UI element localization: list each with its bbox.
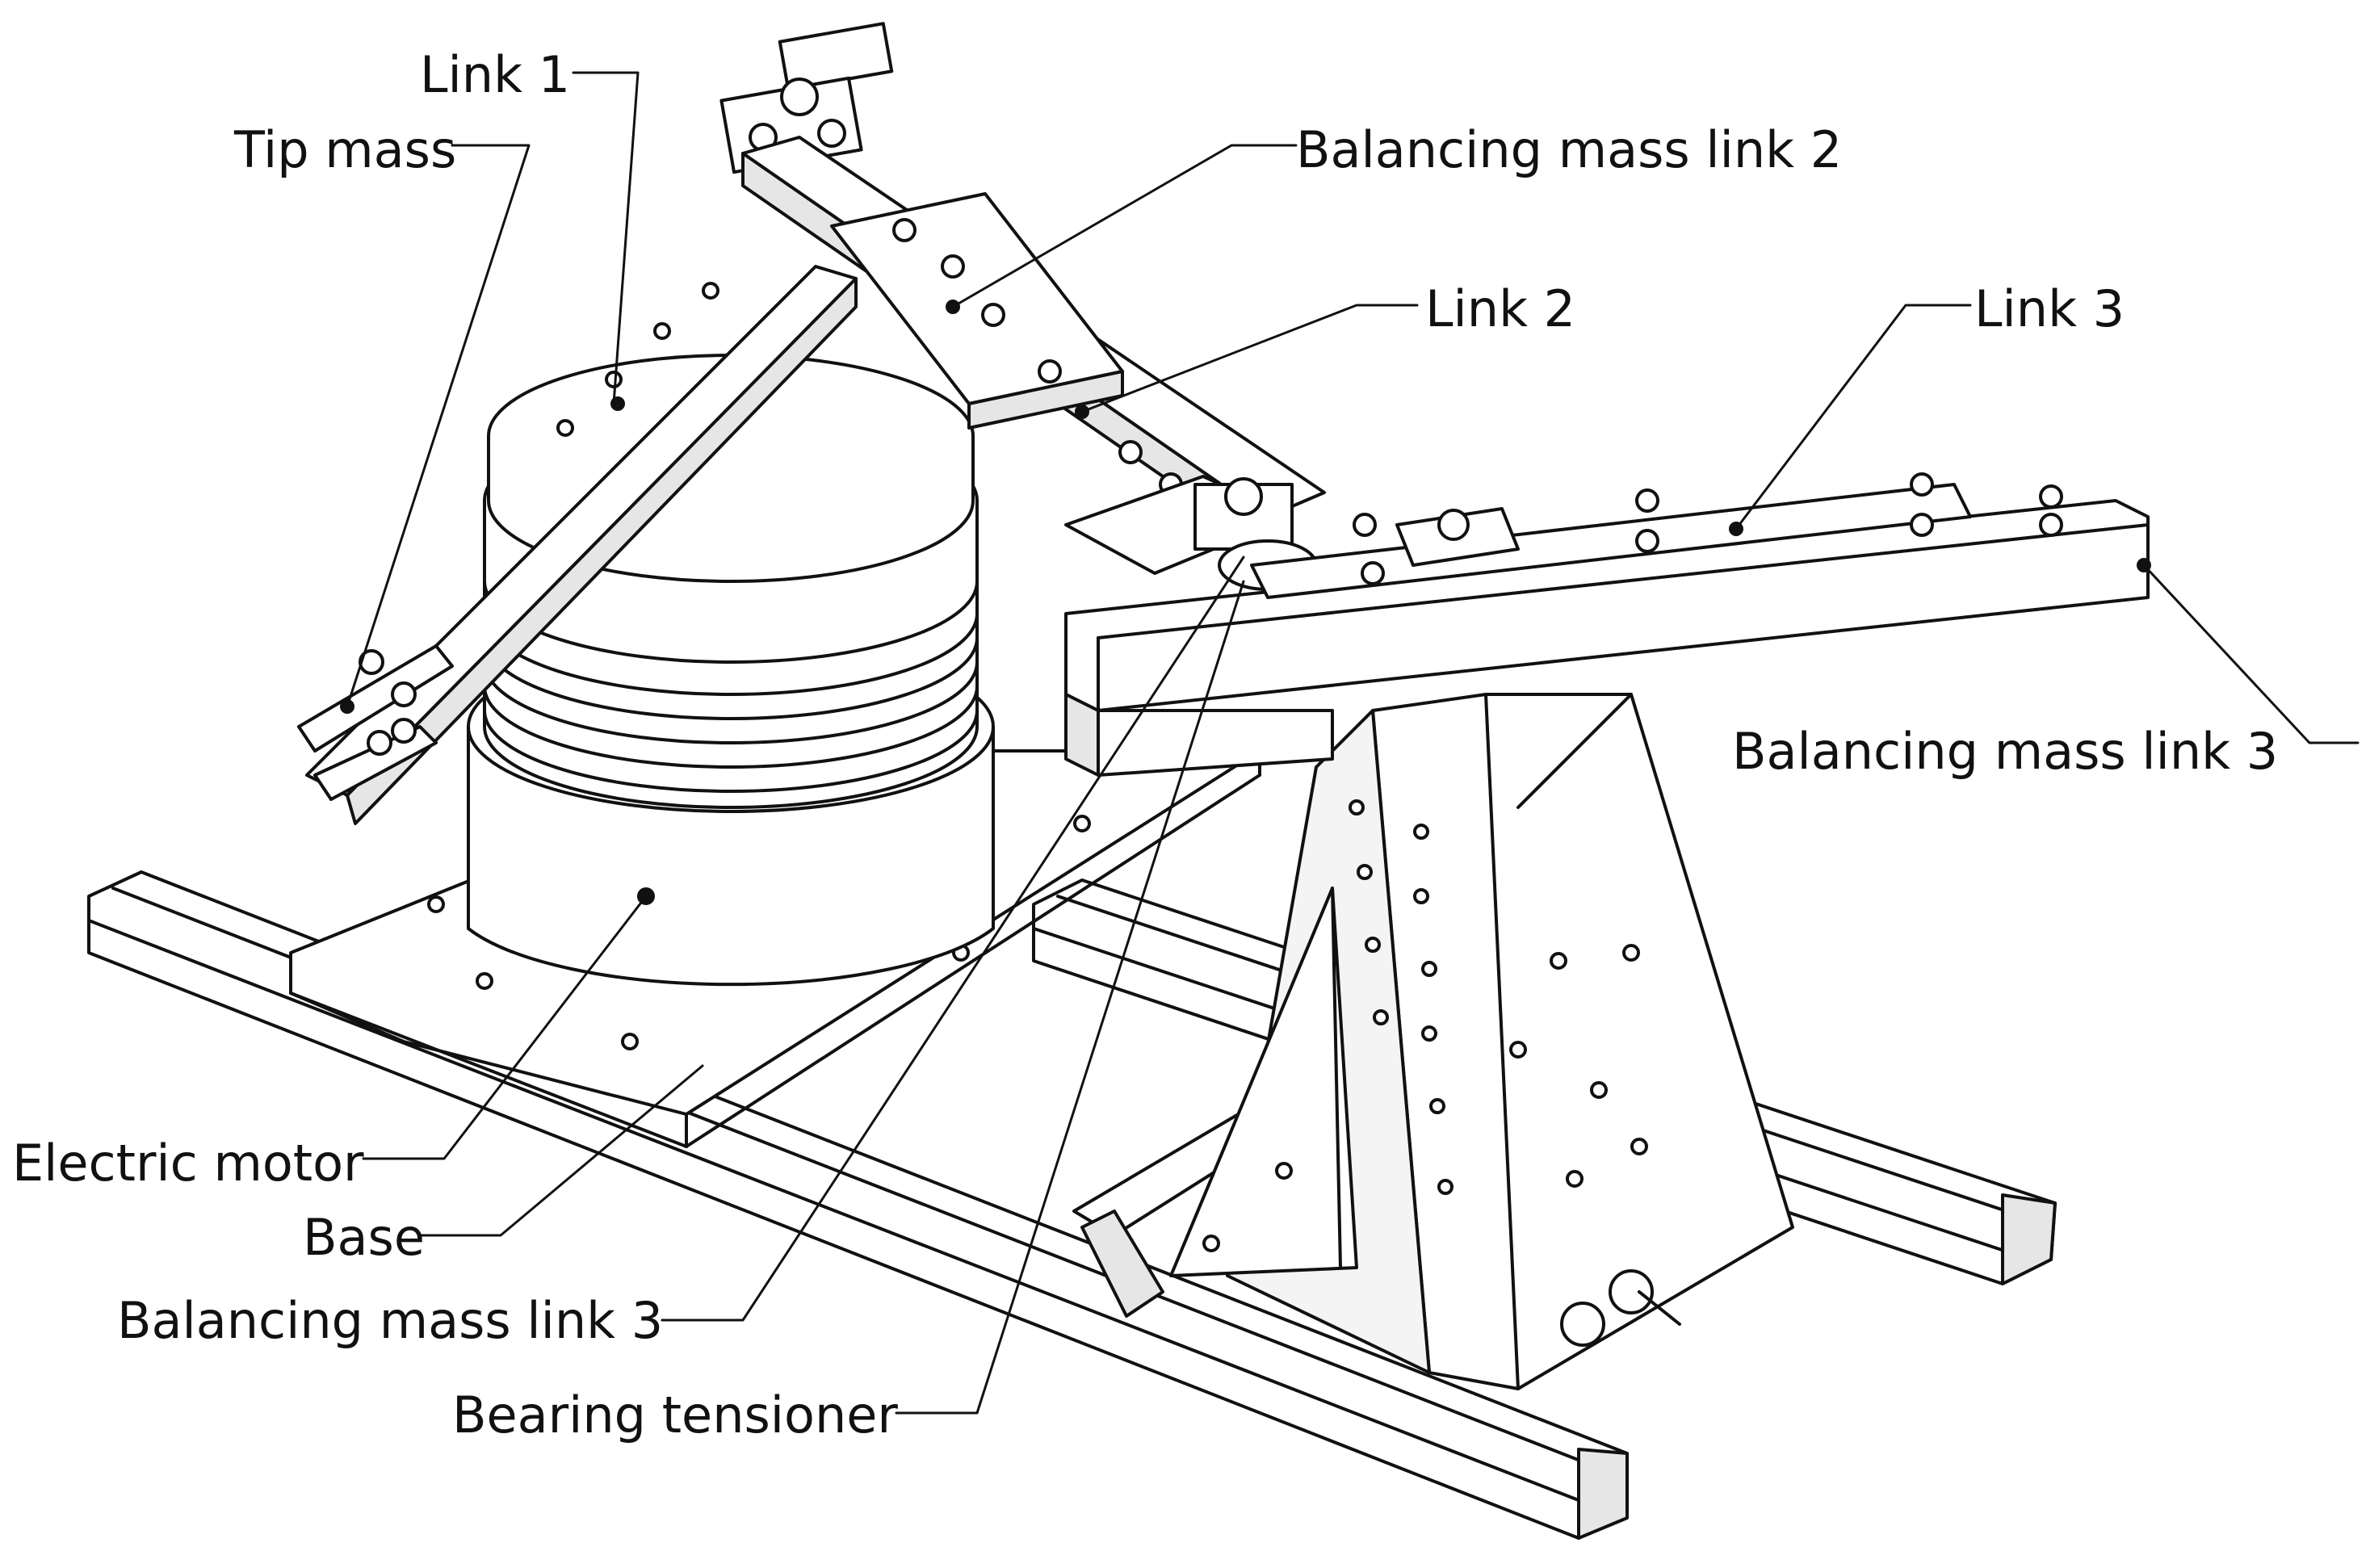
label-balancing-mass-link-2: Balancing mass link 2 bbox=[1296, 120, 1843, 179]
top-joint bbox=[719, 22, 894, 174]
label-balancing-mass-link-3-left: Balancing mass link 3 bbox=[117, 1291, 664, 1350]
label-link-2: Link 2 bbox=[1425, 279, 1576, 338]
label-link-3: Link 3 bbox=[1974, 279, 2125, 338]
label-bearing-tensioner: Bearing tensioner bbox=[452, 1386, 898, 1444]
link-3-arm bbox=[1064, 472, 2151, 777]
leader-lines bbox=[346, 71, 2360, 1415]
label-electric-motor: Electric motor bbox=[12, 1134, 364, 1193]
label-link-1: Link 1 bbox=[420, 45, 571, 104]
label-tip-mass: Tip mass bbox=[234, 120, 457, 179]
label-balancing-mass-link-3-right: Balancing mass link 3 bbox=[1732, 722, 2279, 781]
pedestal bbox=[1169, 693, 1794, 1390]
label-base: Base bbox=[303, 1208, 425, 1267]
electric-motor bbox=[467, 354, 995, 987]
link-1-arm bbox=[297, 265, 858, 825]
